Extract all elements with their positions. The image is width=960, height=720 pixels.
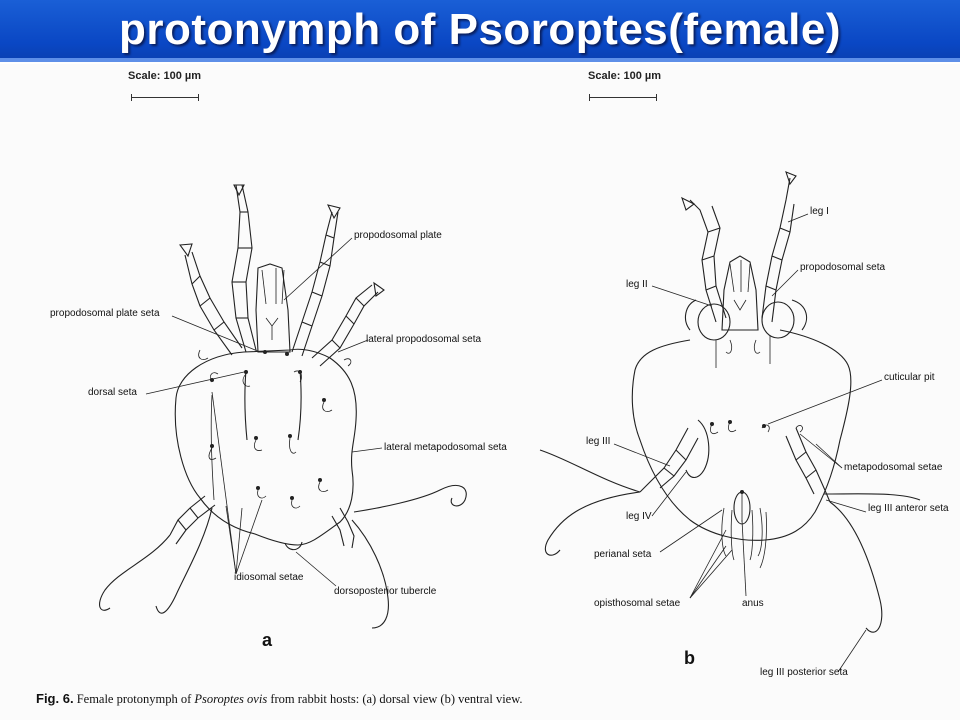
panel-letter-b: b <box>684 648 695 668</box>
scale-label-b: Scale: 100 µm <box>588 70 661 82</box>
figure-caption: Fig. 6. Female protonymph of Psoroptes o… <box>36 691 523 707</box>
label-lateral-metapodosomal-seta: lateral metapodosomal seta <box>384 442 507 453</box>
label-leg-iii-posterior-seta: leg III posterior seta <box>760 667 848 678</box>
panel-letter-a: a <box>262 630 273 650</box>
label-anus: anus <box>742 598 764 609</box>
slide-title: protonymph of Psoroptes(female) <box>119 5 841 54</box>
label-leg-ii: leg II <box>626 279 648 290</box>
label-dorsoposterior-tubercle: dorsoposterior tubercle <box>334 586 437 597</box>
caption-text-1: Female protonymph of <box>73 692 195 706</box>
figure-panel <box>0 64 960 720</box>
label-leg-iii-anterior-seta: leg III anteror seta <box>868 503 949 514</box>
caption-text-2: from rabbit hosts: (a) dorsal view (b) v… <box>267 692 523 706</box>
scale-bar-b <box>589 94 657 101</box>
slide-title-bar: protonymph of Psoroptes(female) <box>0 0 960 62</box>
scale-label-a: Scale: 100 µm <box>128 70 201 82</box>
label-cuticular-pit: cuticular pit <box>884 372 935 383</box>
label-propodosomal-seta: propodosomal seta <box>800 262 886 273</box>
caption-species: Psoroptes ovis <box>194 692 268 706</box>
label-perianal-seta: perianal seta <box>594 549 652 560</box>
label-leg-i: leg I <box>810 206 829 217</box>
mite-b-ventral-drawing <box>539 171 921 673</box>
mite-a-dorsal-drawing <box>99 184 467 629</box>
label-leg-iv: leg IV <box>626 511 652 522</box>
label-dorsal-seta: dorsal seta <box>88 387 137 398</box>
label-lateral-propodosomal-seta: lateral propodosomal seta <box>366 334 482 345</box>
caption-fig-number: Fig. 6. <box>36 691 74 706</box>
scale-bar-a <box>131 94 199 101</box>
label-propodosomal-plate-seta: propodosomal plate seta <box>50 308 160 319</box>
label-metapodosomal-setae: metapodosomal setae <box>844 462 943 473</box>
label-propodosomal-plate: propodosomal plate <box>354 230 442 241</box>
label-idiosomal-setae: idiosomal setae <box>234 572 304 583</box>
label-opisthosomal-setae: opisthosomal setae <box>594 598 681 609</box>
label-leg-iii: leg III <box>586 436 611 447</box>
